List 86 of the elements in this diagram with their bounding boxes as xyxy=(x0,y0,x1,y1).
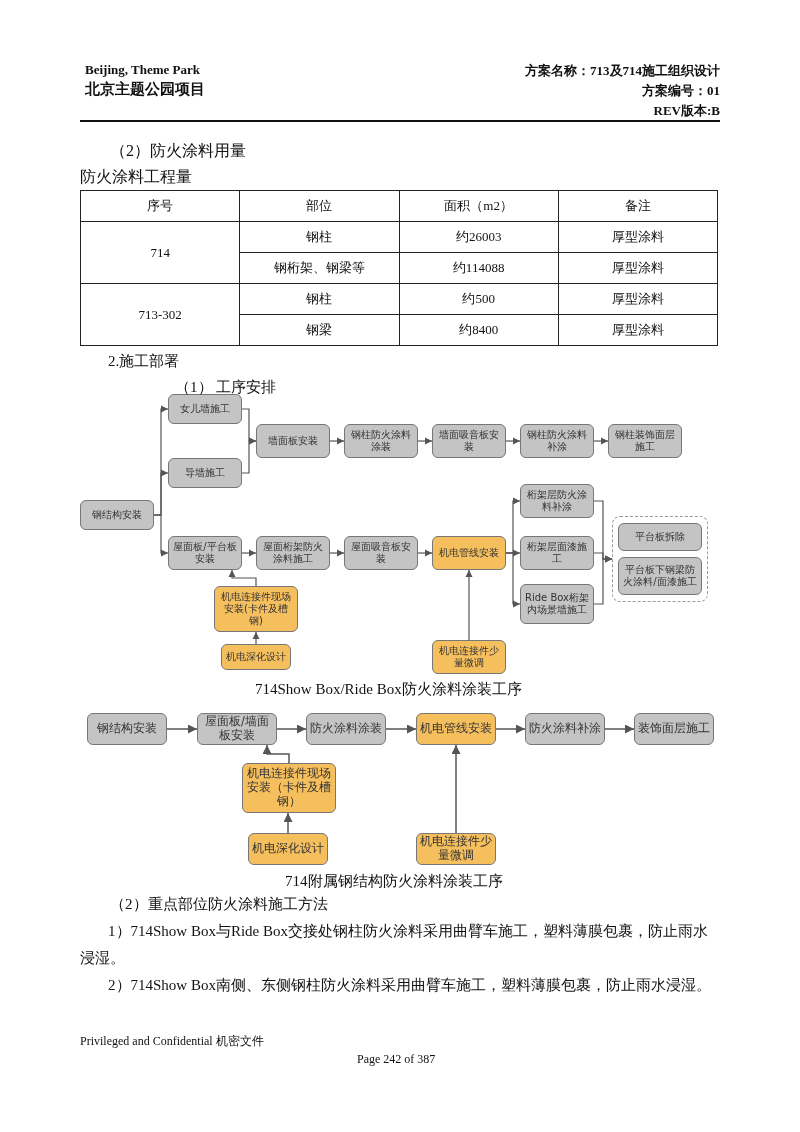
process-box: 屋面板/墙面板安装 xyxy=(197,713,277,745)
table-cell: 序号 xyxy=(80,190,240,222)
arrow xyxy=(417,437,433,445)
process-box: 屋面桁架防火涂料施工 xyxy=(256,536,330,570)
arrow xyxy=(241,437,257,474)
process-box: 平台板下钢梁防火涂料/面漆施工 xyxy=(618,557,702,595)
process-box: 机电连接件现场安装(卡件及槽钢) xyxy=(214,586,298,632)
process-box: 墙面板安装 xyxy=(256,424,330,458)
process-box: 导墙施工 xyxy=(168,458,242,488)
arrow xyxy=(465,569,473,641)
arrow xyxy=(329,549,345,557)
process-box: 女儿墙施工 xyxy=(168,394,242,424)
table-cell: 厚型涂料 xyxy=(558,314,718,346)
arrow xyxy=(505,552,521,608)
arrow xyxy=(228,569,257,587)
arrow xyxy=(262,744,290,764)
table-cell: 厚型涂料 xyxy=(558,252,718,284)
header-text: 方案编号：01 xyxy=(642,82,720,100)
section-heading: 2.施工部署 xyxy=(108,352,180,371)
arrow xyxy=(505,437,521,445)
process-box: 防火涂料补涂 xyxy=(525,713,605,745)
arrow xyxy=(593,555,613,605)
process-box: 钢柱防火涂料补涂 xyxy=(520,424,594,458)
table-cell: 约8400 xyxy=(399,314,559,346)
arrow xyxy=(495,724,526,734)
dashed-group-box xyxy=(612,516,708,602)
table-cell: 约500 xyxy=(399,283,559,315)
header-text: REV版本:B xyxy=(653,102,720,120)
process-box: 机电深化设计 xyxy=(221,644,291,670)
table-cell: 面积（m2） xyxy=(399,190,559,222)
figure-caption: 714Show Box/Ride Box防火涂料涂装工序 xyxy=(255,680,522,699)
table-cell: 约114088 xyxy=(399,252,559,284)
arrow xyxy=(241,549,257,557)
process-box: 屋面吸音板安装 xyxy=(344,536,418,570)
paragraph: 2）714Show Box南侧、东侧钢柱防火涂料采用曲臂车施工，塑料薄膜包裹，防止雨水浸湿。 xyxy=(107,976,712,995)
process-box: 钢柱防火涂料涂装 xyxy=(344,424,418,458)
table-cell: 钢柱 xyxy=(239,283,399,315)
table-cell: 厚型涂料 xyxy=(558,221,718,253)
process-box: 机电连接件现场安装（卡件及槽钢） xyxy=(242,763,336,813)
arrow xyxy=(252,631,260,645)
process-box: 钢结构安装 xyxy=(80,500,154,530)
process-box: 机电连接件少量微调 xyxy=(416,833,496,865)
figure-caption: 714附属钢结构防火涂料涂装工序 xyxy=(285,872,503,891)
section-heading: （2）防火涂料用量 xyxy=(110,141,246,161)
section-heading: （2）重点部位防火涂料施工方法 xyxy=(110,895,328,914)
section-heading: 防火涂料工程量 xyxy=(80,167,192,187)
process-box: 机电连接件少量微调 xyxy=(432,640,506,674)
process-box: 钢结构安装 xyxy=(87,713,167,745)
process-box: 钢柱装饰面层施工 xyxy=(608,424,682,458)
process-box: 机电深化设计 xyxy=(248,833,328,865)
table-cell: 部位 xyxy=(239,190,399,222)
process-box: 屋面板/平台板安装 xyxy=(168,536,242,570)
arrow xyxy=(451,744,461,834)
table-cell: 备注 xyxy=(558,190,718,222)
page-number: Page 242 of 387 xyxy=(357,1052,436,1067)
footer-text: Privileged and Confidential 机密文件 xyxy=(80,1033,264,1050)
arrow xyxy=(276,724,307,734)
arrow xyxy=(417,549,433,557)
section-heading: （1） 工序安排 xyxy=(175,378,277,397)
process-box: 机电管线安装 xyxy=(416,713,496,745)
header-text: 北京主题公园项目 xyxy=(85,80,205,99)
process-box: 平台板拆除 xyxy=(618,523,702,551)
table-cell: 714 xyxy=(80,221,240,284)
arrow xyxy=(329,437,345,445)
header-text: 方案名称：713及714施工组织设计 xyxy=(525,62,720,80)
table-cell: 钢梁 xyxy=(239,314,399,346)
arrow xyxy=(166,724,198,734)
process-box: 墙面吸音板安装 xyxy=(432,424,506,458)
table-cell: 厚型涂料 xyxy=(558,283,718,315)
table-cell: 钢桁架、钢梁等 xyxy=(239,252,399,284)
table-cell: 钢柱 xyxy=(239,221,399,253)
arrow xyxy=(604,724,635,734)
paragraph: 1）714Show Box与Ride Box交接处钢柱防火涂料采用曲臂车施工，塑料薄膜包裹，防止雨水浸湿。 xyxy=(80,922,709,968)
table-cell: 713-302 xyxy=(80,283,240,346)
process-box: Ride Box桁架内场景墙施工 xyxy=(520,584,594,624)
header-text: Beijing, Theme Park xyxy=(85,62,200,78)
arrow xyxy=(283,812,293,834)
process-box: 机电管线安装 xyxy=(432,536,506,570)
process-box: 桁架层防火涂料补涂 xyxy=(520,484,594,518)
table-cell: 约26003 xyxy=(399,221,559,253)
arrow xyxy=(385,724,417,734)
process-box: 装饰面层施工 xyxy=(634,713,714,745)
process-box: 防火涂料涂装 xyxy=(306,713,386,745)
arrow xyxy=(153,514,169,557)
arrow xyxy=(593,437,609,445)
process-box: 桁架层面漆施工 xyxy=(520,536,594,570)
